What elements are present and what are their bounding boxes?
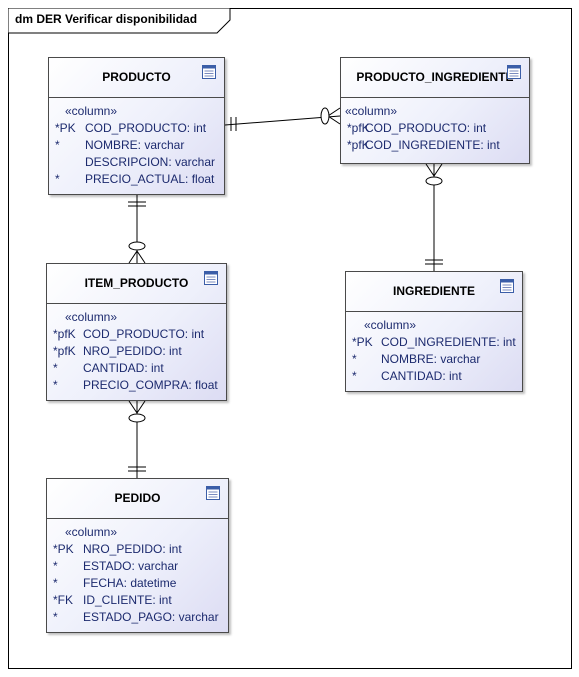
column-definition: COD_INGREDIENTE: int xyxy=(381,335,516,349)
entity-header: ITEM_PRODUCTO xyxy=(47,264,226,304)
column-key-prefix: * xyxy=(53,576,58,590)
zero-or-many-marker xyxy=(128,241,146,264)
column-row[interactable]: *PK COD_PRODUCTO: int xyxy=(49,120,224,137)
entity-name: PRODUCTO_INGREDIENTE xyxy=(356,70,514,84)
column-definition: NRO_PEDIDO: int xyxy=(83,344,182,358)
column-key-prefix: *pfK xyxy=(53,344,76,358)
entity-columns: «column» *pfK COD_PRODUCTO: int *pfK NRO_PED… xyxy=(47,304,226,394)
one-and-only-one-marker xyxy=(230,117,237,131)
entity-header: INGREDIENTE xyxy=(346,272,522,312)
entity-producto[interactable]: PRODUCTO «column» *PK COD_PRODUCTO: int * NOM… xyxy=(48,57,225,195)
column-row[interactable]: DESCRIPCION: varchar xyxy=(49,154,224,171)
table-icon xyxy=(202,65,216,79)
table-icon xyxy=(507,65,521,79)
column-key-prefix: * xyxy=(55,172,60,186)
column-key-prefix: *PK xyxy=(352,335,373,349)
column-definition: FECHA: datetime xyxy=(83,576,177,590)
column-key-prefix: * xyxy=(53,559,58,573)
column-stereotype: «column» xyxy=(65,310,118,324)
entity-header: PEDIDO xyxy=(47,479,228,519)
column-definition: NOMBRE: varchar xyxy=(381,352,481,366)
column-definition: ESTADO_PAGO: varchar xyxy=(83,610,219,624)
rel-producto-item-producto[interactable] xyxy=(128,195,146,264)
one-and-only-one-marker xyxy=(425,259,443,265)
column-key-prefix: * xyxy=(53,378,58,392)
column-stereotype: «column» xyxy=(364,318,417,332)
table-icon xyxy=(206,486,220,500)
entity-name: PEDIDO xyxy=(114,491,161,505)
rel-ingrediente-producto-ingrediente[interactable] xyxy=(425,163,443,271)
column-key-prefix: * xyxy=(55,138,60,152)
column-row[interactable]: * ESTADO: varchar xyxy=(47,558,228,575)
column-key-prefix: * xyxy=(53,610,58,624)
column-key-prefix: * xyxy=(352,369,357,383)
entity-columns: «column» *PK COD_PRODUCTO: int * NOMBRE: var… xyxy=(49,98,224,188)
entity-header: PRODUCTO_INGREDIENTE xyxy=(341,58,529,98)
column-key-prefix: * xyxy=(53,361,58,375)
column-definition: PRECIO_COMPRA: float xyxy=(83,378,218,392)
column-row[interactable]: * PRECIO_ACTUAL: float xyxy=(49,171,224,188)
entity-name: INGREDIENTE xyxy=(392,284,475,298)
column-row[interactable]: *PK COD_INGREDIENTE: int xyxy=(346,334,522,351)
column-definition: NOMBRE: varchar xyxy=(85,138,185,152)
entity-header: PRODUCTO xyxy=(49,58,224,98)
entity-ingrediente[interactable]: INGREDIENTE «column» *PK COD_INGREDIENTE: i… xyxy=(345,271,523,392)
column-definition: DESCRIPCION: varchar xyxy=(85,155,216,169)
column-key-prefix: *PK xyxy=(55,121,76,135)
column-key-prefix: *PK xyxy=(53,542,74,556)
column-row[interactable]: * NOMBRE: varchar xyxy=(49,137,224,154)
column-row[interactable]: * CANTIDAD: int xyxy=(47,360,226,377)
entity-item-producto[interactable]: ITEM_PRODUCTO «column» *pfK COD_PRODUCTO: i… xyxy=(46,263,227,401)
table-icon xyxy=(204,271,218,285)
one-and-only-one-marker xyxy=(128,201,146,207)
zero-or-many-marker xyxy=(128,400,146,423)
one-and-only-one-marker xyxy=(128,466,146,472)
entity-pedido[interactable]: PEDIDO «column» *PK NRO_PEDIDO: int * ESTADO:… xyxy=(46,478,229,633)
column-definition: ID_CLIENTE: int xyxy=(83,593,172,607)
column-definition: COD_PRODUCTO: int xyxy=(83,327,205,341)
column-stereotype: «column» xyxy=(65,104,118,118)
column-key-prefix: *pfK xyxy=(347,138,370,152)
column-row[interactable]: * CANTIDAD: int xyxy=(346,368,522,385)
column-definition: NRO_PEDIDO: int xyxy=(83,542,182,556)
column-definition: COD_PRODUCTO: int xyxy=(85,121,207,135)
column-definition: CANTIDAD: int xyxy=(381,369,462,383)
diagram-title: dm DER Verificar disponibilidad xyxy=(15,12,198,26)
column-key-prefix: *pfK xyxy=(53,327,76,341)
rel-pedido-item-producto[interactable] xyxy=(128,400,146,478)
column-row[interactable]: * ESTADO_PAGO: varchar xyxy=(47,609,228,626)
column-definition: CANTIDAD: int xyxy=(83,361,164,375)
column-definition: COD_INGREDIENTE: int xyxy=(365,138,500,152)
column-row[interactable]: *pfK NRO_PEDIDO: int xyxy=(47,343,226,360)
zero-or-many-marker xyxy=(320,107,341,125)
entity-name: ITEM_PRODUCTO xyxy=(84,276,189,290)
column-key-prefix: *pfK xyxy=(347,121,370,135)
column-row[interactable]: * PRECIO_COMPRA: float xyxy=(47,377,226,394)
column-key-prefix: *FK xyxy=(53,593,74,607)
column-stereotype: «column» xyxy=(345,104,398,118)
column-definition: ESTADO: varchar xyxy=(83,559,179,573)
column-row[interactable]: * FECHA: datetime xyxy=(47,575,228,592)
entity-columns: «column» *PK COD_INGREDIENTE: int * NOMBRE: … xyxy=(346,312,522,385)
table-icon xyxy=(500,279,514,293)
column-row[interactable]: *pfK COD_PRODUCTO: int xyxy=(47,326,226,343)
zero-or-many-marker xyxy=(425,163,443,186)
column-stereotype: «column» xyxy=(65,525,118,539)
column-definition: COD_PRODUCTO: int xyxy=(365,121,487,135)
rel-producto-producto-ingrediente[interactable] xyxy=(224,107,341,131)
column-key-prefix: * xyxy=(352,352,357,366)
column-row[interactable]: *PK NRO_PEDIDO: int xyxy=(47,541,228,558)
diagram-frame xyxy=(8,8,572,669)
entity-name: PRODUCTO xyxy=(102,70,171,84)
entity-columns: «column» *PK NRO_PEDIDO: int * ESTADO: varch… xyxy=(47,519,228,626)
column-row[interactable]: * NOMBRE: varchar xyxy=(346,351,522,368)
column-definition: PRECIO_ACTUAL: float xyxy=(85,172,215,186)
column-row[interactable]: *FK ID_CLIENTE: int xyxy=(47,592,228,609)
